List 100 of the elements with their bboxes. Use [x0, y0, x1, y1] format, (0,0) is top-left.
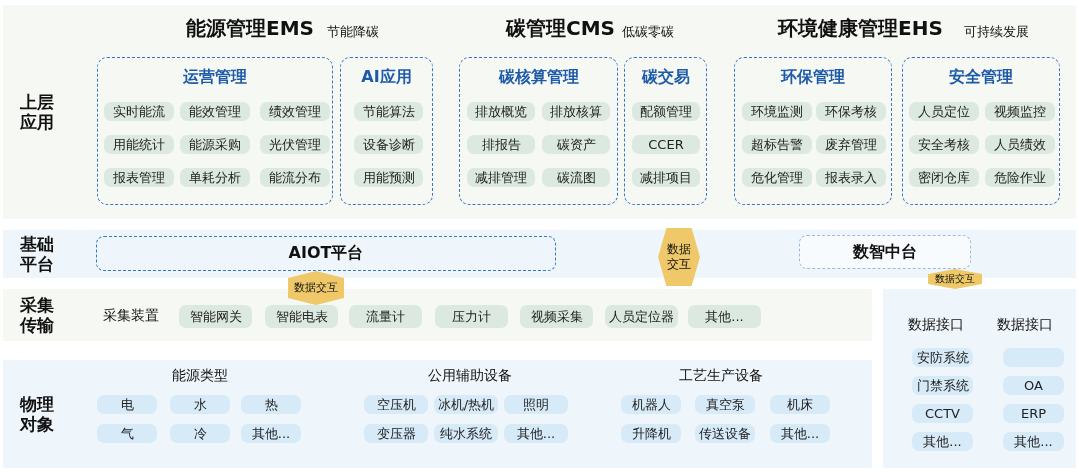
feature-tag: 环保考核	[816, 102, 886, 121]
interface-panel	[883, 289, 1076, 468]
feature-tag: CCTV	[912, 404, 973, 423]
feature-tag: 变压器	[364, 424, 428, 443]
feature-tag: 人员定位器	[605, 305, 678, 328]
feature-tag: 超标告警	[742, 135, 812, 154]
feature-tag: 压力计	[435, 305, 508, 328]
module-group	[340, 57, 433, 205]
feature-tag: 纯水系统	[434, 424, 498, 443]
feature-tag: 视频采集	[520, 305, 593, 328]
system-heading: 能源管理EMS	[186, 16, 314, 40]
feature-tag: 门禁系统	[912, 376, 973, 395]
feature-tag: 流量计	[349, 305, 422, 328]
module-group	[902, 57, 1060, 205]
group-title: 碳交易	[641, 67, 690, 88]
feature-tag: 报表录入	[816, 168, 886, 187]
feature-tag: 其他...	[241, 424, 301, 443]
feature-tag: 照明	[504, 395, 568, 414]
feature-tag: 碳流图	[542, 168, 610, 187]
system-tagline: 节能降碳	[327, 24, 379, 40]
group-title: 环保管理	[781, 67, 845, 88]
layer-title: 基础平台	[20, 233, 55, 275]
feature-tag: 安全考核	[909, 135, 979, 154]
feature-tag: 排放核算	[542, 102, 610, 121]
module-group	[459, 57, 618, 205]
feature-tag: 排放概览	[467, 102, 535, 121]
feature-tag: 节能算法	[354, 102, 423, 121]
feature-tag: 传送设备	[695, 424, 755, 443]
system-heading: 碳管理CMS	[506, 16, 615, 40]
feature-tag: 光伏管理	[260, 135, 330, 154]
group-title: 安全管理	[949, 67, 1013, 88]
feature-tag: 气	[97, 424, 157, 443]
feature-tag: 机器人	[621, 395, 681, 414]
feature-tag: 电	[97, 395, 157, 414]
feature-tag: 真空泵	[695, 395, 755, 414]
feature-tag: 排报告	[467, 135, 535, 154]
feature-tag: 能流分布	[260, 168, 330, 187]
feature-tag: 人员绩效	[985, 135, 1055, 154]
feature-tag: 空压机	[364, 395, 428, 414]
feature-tag: 其他...	[504, 424, 568, 443]
feature-tag: 冰机/热机	[434, 395, 498, 414]
feature-tag: 用能预测	[354, 168, 423, 187]
feature-tag: 用能统计	[104, 135, 174, 154]
feature-tag: 设备诊断	[354, 135, 423, 154]
edge-label: 数据交互	[934, 273, 976, 285]
edge-label: 数据交互	[293, 281, 339, 295]
feature-tag: 其他...	[912, 432, 973, 451]
blank-tag	[1003, 348, 1064, 367]
feature-tag: 废弃管理	[816, 135, 886, 154]
feature-tag: 智能网关	[179, 305, 252, 328]
category-heading: 能源类型	[172, 367, 228, 384]
data-exchange-arrow: 数据交互	[658, 228, 700, 286]
module-group	[624, 57, 707, 205]
feature-tag: 升降机	[621, 424, 681, 443]
feature-tag: 环境监测	[742, 102, 812, 121]
feature-tag: 实时能流	[104, 102, 174, 121]
platform-box: 数智中台	[799, 235, 971, 269]
column-heading: 数据接口	[997, 316, 1053, 333]
data-exchange-arrow	[288, 271, 344, 305]
layer-band	[3, 360, 872, 468]
group-title: AI应用	[361, 67, 412, 88]
row-label: 采集装置	[103, 307, 159, 324]
system-tagline: 可持续发展	[964, 24, 1029, 40]
feature-tag: 配额管理	[632, 102, 700, 121]
feature-tag: 机床	[770, 395, 830, 414]
category-heading: 工艺生产设备	[679, 367, 763, 384]
module-group	[97, 57, 333, 205]
layer-title: 采集传输	[20, 294, 55, 336]
feature-tag: 安防系统	[912, 348, 973, 367]
feature-tag: 冷	[170, 424, 230, 443]
feature-tag: 其他...	[688, 305, 761, 328]
feature-tag: 绩效管理	[260, 102, 330, 121]
feature-tag: 危险作业	[985, 168, 1055, 187]
feature-tag: 人员定位	[909, 102, 979, 121]
column-heading: 数据接口	[908, 316, 964, 333]
feature-tag: 碳资产	[542, 135, 610, 154]
feature-tag: CCER	[632, 135, 700, 154]
feature-tag: 密闭仓库	[909, 168, 979, 187]
feature-tag: ERP	[1003, 404, 1064, 423]
feature-tag: 减排管理	[467, 168, 535, 187]
group-title: 碳核算管理	[498, 67, 579, 88]
feature-tag: 危化管理	[742, 168, 812, 187]
group-title: 运营管理	[183, 67, 247, 88]
feature-tag: 其他...	[770, 424, 830, 443]
feature-tag: 其他...	[1003, 432, 1064, 451]
system-tagline: 低碳零碳	[622, 24, 674, 40]
feature-tag: 热	[241, 395, 301, 414]
layer-band	[3, 5, 1076, 219]
feature-tag: 单耗分析	[180, 168, 250, 187]
feature-tag: 能源采购	[180, 135, 250, 154]
platform-box: AIOT平台	[96, 236, 556, 271]
layer-title: 物理对象	[20, 393, 55, 435]
layer-title: 上层应用	[20, 91, 55, 133]
feature-tag: 视频监控	[985, 102, 1055, 121]
feature-tag: 减排项目	[632, 168, 700, 187]
feature-tag: OA	[1003, 376, 1064, 395]
feature-tag: 水	[170, 395, 230, 414]
feature-tag: 智能电表	[265, 305, 338, 328]
feature-tag: 能效管理	[180, 102, 250, 121]
system-heading: 环境健康管理EHS	[778, 16, 943, 40]
